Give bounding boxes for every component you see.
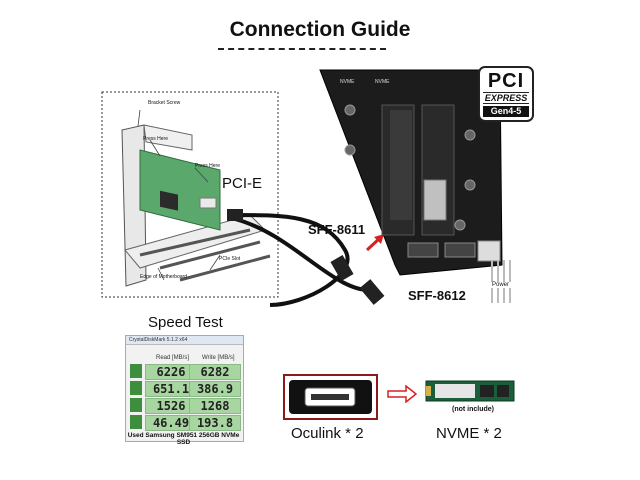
speed-test-panel: CrystalDiskMark 5.1.2 x64 Read [MB/s] Wr… bbox=[125, 335, 244, 442]
pci-express-badge: PCI EXPRESS Gen4-5 bbox=[478, 66, 534, 122]
read-value: 651.1 bbox=[145, 381, 197, 397]
row-label bbox=[130, 398, 142, 412]
pci-badge-gen: Gen4-5 bbox=[483, 106, 529, 117]
oculink-photo-frame bbox=[283, 374, 378, 420]
read-value: 1526 bbox=[145, 398, 197, 414]
write-value: 1268 bbox=[189, 398, 241, 414]
page-title: Connection Guide bbox=[229, 18, 411, 41]
speed-test-caption: Used Samsung SM951 256GB NVMe SSD bbox=[127, 432, 240, 446]
installation-diagram bbox=[101, 91, 279, 298]
write-header: Write [MB/s] bbox=[202, 355, 235, 361]
pci-badge-pci: PCI bbox=[487, 70, 525, 92]
read-header: Read [MB/s] bbox=[156, 355, 190, 361]
window-title: CrystalDiskMark 5.1.2 x64 bbox=[126, 336, 243, 345]
board-nvme-text: NVME bbox=[340, 79, 355, 85]
pcie-slot-label: PCIe Slot bbox=[219, 256, 241, 262]
oculink-cable bbox=[227, 209, 385, 307]
press-here-label: Press Here bbox=[195, 163, 221, 169]
power-wires bbox=[491, 260, 511, 303]
board-nvme-text: NVME bbox=[375, 79, 390, 85]
write-value: 386.9 bbox=[189, 381, 241, 397]
oculink-port-icon bbox=[289, 380, 372, 414]
write-value: 193.8 bbox=[189, 415, 241, 431]
nvme-ssd-icon bbox=[425, 380, 515, 402]
nvme-label: NVME * 2 bbox=[436, 425, 502, 442]
edge-of-motherboard-label: Edge of Motherboard bbox=[140, 274, 187, 280]
press-here-label: Press Here bbox=[143, 136, 169, 142]
arrow-right-icon bbox=[387, 385, 418, 403]
bracket-screw-label: Bracket Screw bbox=[148, 100, 181, 106]
speed-test-title: Speed Test bbox=[148, 314, 223, 331]
not-include-label: (not include) bbox=[452, 406, 494, 413]
sff8611-label: SFF-8611 bbox=[308, 222, 366, 237]
row-label bbox=[130, 364, 142, 378]
write-value: 6282 bbox=[189, 364, 241, 380]
title-underline bbox=[218, 48, 386, 50]
sff8612-label: SFF-8612 bbox=[408, 288, 466, 303]
pcie-label: PCI-E bbox=[222, 175, 263, 192]
red-arrow-icon bbox=[365, 234, 384, 252]
row-label bbox=[130, 381, 142, 395]
read-value: 6226 bbox=[145, 364, 197, 380]
power-label: Power bbox=[490, 282, 512, 288]
pci-badge-express: EXPRESS bbox=[483, 92, 529, 104]
adapter-board: NVME NVME bbox=[319, 69, 503, 276]
row-label bbox=[130, 415, 142, 429]
oculink-label: Oculink * 2 bbox=[291, 425, 364, 442]
